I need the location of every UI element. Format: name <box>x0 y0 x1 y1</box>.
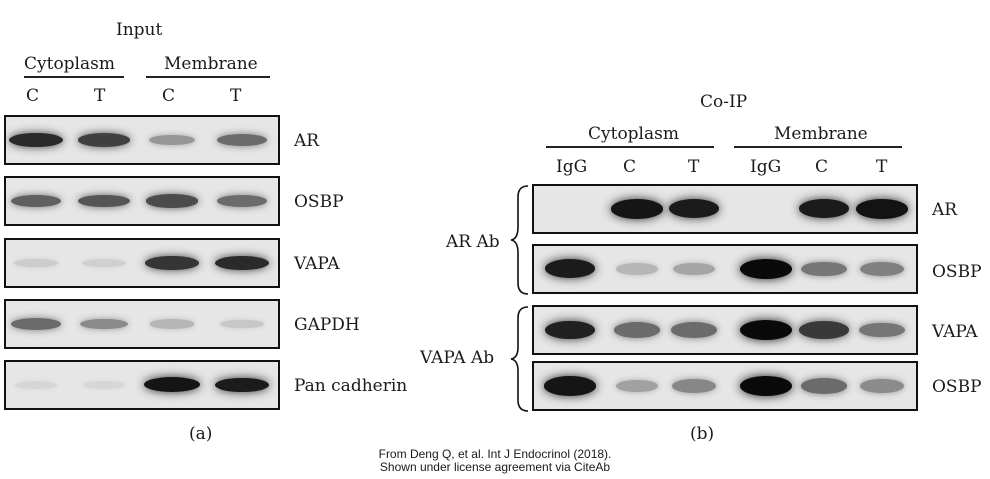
panel-a-row-label-gapdh: GAPDH <box>294 315 360 335</box>
band <box>11 318 61 330</box>
band <box>799 321 849 339</box>
band <box>613 322 661 338</box>
band <box>148 134 196 146</box>
panel-a-row-label-osbp: OSBP <box>294 192 344 212</box>
panel-a-group-rule-membrane <box>146 76 270 78</box>
panel-b-row-label-vapa: VAPA <box>932 322 978 342</box>
band <box>616 263 658 275</box>
blot-b-vapa <box>532 305 918 355</box>
blot-b-osbp-1 <box>532 244 918 294</box>
blot-a-pan-cadherin <box>4 360 280 410</box>
band <box>740 320 792 340</box>
blot-b-osbp-2 <box>532 361 918 411</box>
panel-b-lane-1: IgG <box>556 157 588 177</box>
panel-a-row-label-pan-cadherin: Pan cadherin <box>294 376 408 396</box>
band <box>544 376 596 396</box>
panel-b-row-label-ar: AR <box>932 200 958 220</box>
panel-b-row-label-osbp-2: OSBP <box>932 377 982 397</box>
band <box>82 380 126 390</box>
blot-a-gapdh <box>4 299 280 349</box>
panel-a-group-membrane: Membrane <box>164 54 258 74</box>
band <box>544 320 596 340</box>
band <box>82 258 126 268</box>
panel-b-lane-2: C <box>623 157 637 177</box>
antibody-label-vapa: VAPA Ab <box>420 348 495 368</box>
panel-b-lane-5: C <box>815 157 829 177</box>
band <box>220 319 264 329</box>
panel-b-group-rule-cytoplasm <box>546 146 714 148</box>
band <box>14 258 58 268</box>
band <box>10 194 62 208</box>
band <box>217 195 267 207</box>
band <box>740 376 792 396</box>
panel-a-lane-1: C <box>26 86 40 106</box>
brace-ar-ab <box>510 185 529 295</box>
band <box>214 377 270 393</box>
credit-text: From Deng Q, et al. Int J Endocrinol (20… <box>345 448 645 474</box>
band <box>671 378 717 394</box>
band <box>145 256 199 270</box>
band <box>78 194 130 208</box>
band <box>615 379 659 393</box>
band <box>144 377 200 393</box>
band <box>215 255 269 271</box>
credit-line-2: Shown under license agreement via CiteAb <box>379 460 611 474</box>
panel-a-row-label-ar: AR <box>294 131 320 151</box>
panel-a-group-rule-cytoplasm <box>24 76 124 78</box>
panel-b-lane-3: T <box>688 157 700 177</box>
panel-b-lane-6: T <box>876 157 888 177</box>
panel-a-caption: (a) <box>189 424 213 444</box>
band <box>859 261 905 277</box>
band <box>672 262 716 276</box>
panel-b-caption: (b) <box>690 424 715 444</box>
panel-a-lane-3: C <box>162 86 176 106</box>
blot-a-osbp <box>4 176 280 226</box>
antibody-label-ar: AR Ab <box>446 232 500 252</box>
band <box>856 199 908 219</box>
panel-b-group-cytoplasm: Cytoplasm <box>588 124 679 144</box>
band <box>9 132 63 148</box>
panel-b-lane-4: IgG <box>750 157 782 177</box>
panel-b-row-label-osbp-1: OSBP <box>932 262 982 282</box>
band <box>798 199 850 219</box>
band <box>859 322 905 338</box>
band <box>670 322 718 338</box>
brace-vapa-ab <box>510 306 529 412</box>
panel-b-title: Co-IP <box>700 92 748 112</box>
band <box>77 133 131 147</box>
band <box>14 380 58 390</box>
panel-a-lane-4: T <box>230 86 242 106</box>
band <box>801 261 847 277</box>
band <box>149 319 195 329</box>
band <box>217 134 267 146</box>
band <box>611 199 663 219</box>
panel-a-group-cytoplasm: Cytoplasm <box>24 54 115 74</box>
band <box>859 379 905 393</box>
panel-a-title: Input <box>116 20 163 40</box>
band <box>80 318 128 330</box>
band <box>146 194 198 208</box>
band <box>668 199 720 219</box>
blot-a-ar <box>4 115 280 165</box>
panel-b-group-rule-membrane <box>734 146 902 148</box>
band <box>800 378 848 394</box>
blot-b-ar <box>532 184 918 234</box>
panel-a-row-label-vapa: VAPA <box>294 254 340 274</box>
panel-a-lane-2: T <box>94 86 106 106</box>
band <box>544 259 596 279</box>
blot-a-vapa <box>4 238 280 288</box>
panel-b-group-membrane: Membrane <box>774 124 868 144</box>
band <box>740 259 792 279</box>
credit-line-1: From Deng Q, et al. Int J Endocrinol (20… <box>378 447 612 461</box>
